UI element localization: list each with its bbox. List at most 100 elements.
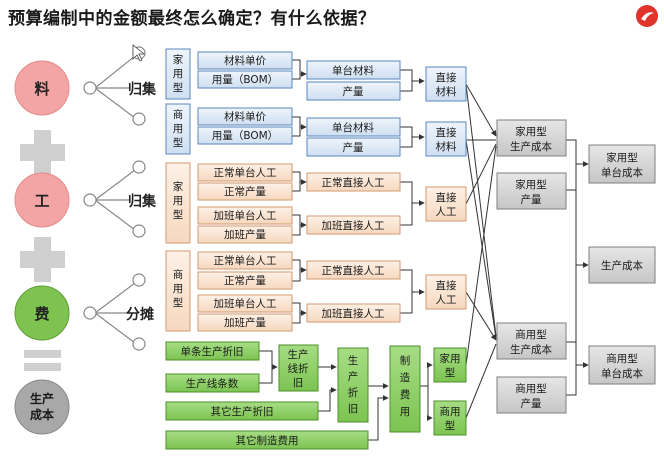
rect-shape bbox=[165, 162, 191, 244]
direct-material-box bbox=[425, 121, 467, 157]
labor-comm-ot-direct-text: 加班直接人工 bbox=[322, 307, 385, 320]
path-shape bbox=[400, 81, 413, 92]
other-mfg-expense-box bbox=[165, 430, 369, 450]
line-shape bbox=[94, 199, 136, 231]
labor-home-normal-unit-text: 正常单台人工 bbox=[214, 166, 277, 179]
labor-home-ot-unit-text: 加班单台人工 bbox=[214, 209, 277, 222]
plus-icon bbox=[20, 130, 65, 175]
material-home-type-1-text: 用 bbox=[173, 68, 184, 80]
production-depreciation-box bbox=[337, 347, 369, 423]
results-comm-cost-0-text: 商用型 bbox=[515, 328, 547, 341]
overhead-mfg-cost-1-text: 造 bbox=[400, 371, 411, 384]
results-comm-unit-0-text: 商用型 bbox=[606, 352, 638, 365]
path-shape bbox=[566, 139, 589, 167]
line-depreciation-total-box bbox=[278, 344, 319, 392]
labor-circle bbox=[14, 172, 70, 228]
circle-shape bbox=[132, 160, 146, 174]
path-shape bbox=[292, 182, 301, 192]
labor-comm-direct-0-text: 直接 bbox=[436, 279, 457, 292]
path-shape bbox=[292, 302, 307, 316]
overhead-prod-dep-2-text: 折 bbox=[348, 386, 359, 399]
usage-bom-box bbox=[197, 126, 293, 145]
normal-unit-labor-box bbox=[197, 251, 293, 270]
material-home-direct-1-text: 材料 bbox=[436, 85, 457, 98]
labor-home-ot-output-text: 加班产量 bbox=[224, 228, 266, 241]
circle-shape bbox=[132, 224, 146, 238]
path-shape bbox=[465, 83, 497, 337]
results-comm-output-1-text: 产量 bbox=[521, 397, 542, 410]
material-home-direct-0-text: 直接 bbox=[436, 71, 457, 84]
path-shape bbox=[292, 59, 307, 77]
labor-home-ot-direct-text: 加班直接人工 bbox=[322, 219, 385, 232]
results-home-cost-0-text: 家用型 bbox=[515, 125, 547, 138]
path-shape bbox=[400, 181, 425, 206]
home-production-cost-box bbox=[496, 119, 567, 157]
material-home-type-0-text: 家 bbox=[173, 53, 184, 66]
labor-comm-normal-output-text: 正常产量 bbox=[224, 274, 266, 287]
labor-circle-label: 工 bbox=[34, 192, 49, 210]
circle-shape bbox=[132, 273, 146, 287]
path-shape bbox=[400, 203, 413, 226]
overhead-line-dep-text: 单条生产折旧 bbox=[181, 345, 244, 358]
path-shape bbox=[400, 269, 425, 295]
rect-shape bbox=[20, 144, 65, 161]
path-shape bbox=[566, 164, 577, 191]
unit-price-box bbox=[197, 107, 293, 126]
mfg-expense-box bbox=[389, 345, 421, 433]
rect-shape bbox=[165, 103, 191, 155]
overhead-home-0-text: 家用 bbox=[440, 352, 461, 365]
material-home-group: 家 用 型 材料单价 用量（BOM） 单台材料 产量 直接 材料 bbox=[165, 48, 467, 102]
comm-output-box bbox=[496, 376, 567, 414]
path-shape bbox=[400, 137, 413, 148]
expense-circle bbox=[14, 285, 70, 341]
labor-home-direct-1-text: 人工 bbox=[436, 206, 457, 218]
circle-shape bbox=[83, 193, 97, 207]
normal-output-box bbox=[197, 182, 293, 201]
overhead-mfg-cost-3-text: 用 bbox=[400, 406, 411, 418]
overhead-home-1-text: 型 bbox=[445, 366, 456, 379]
overhead-prod-dep-1-text: 产 bbox=[348, 370, 359, 383]
overtime-direct-labor-box bbox=[306, 303, 401, 323]
labor-comm-ot-unit-text: 加班单台人工 bbox=[214, 297, 277, 310]
collect-label-2: 归集 bbox=[128, 193, 157, 210]
equals-icon bbox=[24, 350, 61, 371]
results-comm-cost-1-text: 生产成本 bbox=[510, 343, 552, 356]
path-shape bbox=[318, 387, 337, 412]
path-shape bbox=[400, 292, 413, 314]
results-home-cost-1-text: 生产成本 bbox=[510, 140, 552, 153]
results-comm-output-0-text: 商用型 bbox=[515, 382, 547, 395]
overhead-line-dep-total-2-text: 旧 bbox=[293, 377, 304, 389]
line-shape bbox=[94, 55, 136, 89]
allocate-fan bbox=[83, 273, 146, 351]
labor-comm-type-1-text: 用 bbox=[173, 283, 184, 295]
path-shape bbox=[292, 270, 301, 282]
circle-shape bbox=[132, 337, 146, 351]
overhead-comm-1-text: 型 bbox=[445, 419, 456, 432]
overhead-other-mfg-text: 其它制造费用 bbox=[236, 434, 299, 447]
material-circle-label: 料 bbox=[34, 80, 49, 98]
path-shape bbox=[292, 313, 301, 324]
path-shape bbox=[566, 365, 577, 396]
path-shape bbox=[465, 143, 497, 205]
results-group: 家用型 生产成本 家用型 产量 商用型 生产成本 商用型 产量 家用型 单台成本… bbox=[496, 119, 656, 414]
overhead-prod-dep-0-text: 生 bbox=[348, 354, 359, 367]
labor-home-type-2-text: 型 bbox=[173, 208, 184, 221]
overhead-line-count-text: 生产线条数 bbox=[186, 377, 239, 390]
overhead-mfg-cost-0-text: 制 bbox=[400, 354, 411, 367]
labor-home-normal-direct-text: 正常直接人工 bbox=[322, 176, 385, 189]
rect-shape bbox=[24, 363, 61, 371]
labor-comm-ot-output-text: 加班产量 bbox=[224, 316, 266, 329]
material-comm-output-text: 产量 bbox=[343, 141, 364, 154]
path-shape bbox=[465, 139, 497, 339]
material-comm-type-2-text: 型 bbox=[173, 136, 184, 149]
path-shape bbox=[292, 116, 307, 130]
line-count-box bbox=[165, 373, 260, 393]
labor-comm-normal-direct-text: 正常直接人工 bbox=[322, 264, 385, 277]
direct-material-box bbox=[425, 66, 467, 102]
path-shape bbox=[368, 395, 389, 441]
material-circle bbox=[14, 60, 70, 116]
line-shape bbox=[94, 282, 136, 314]
rect-shape bbox=[24, 350, 61, 358]
path-shape bbox=[259, 367, 273, 384]
